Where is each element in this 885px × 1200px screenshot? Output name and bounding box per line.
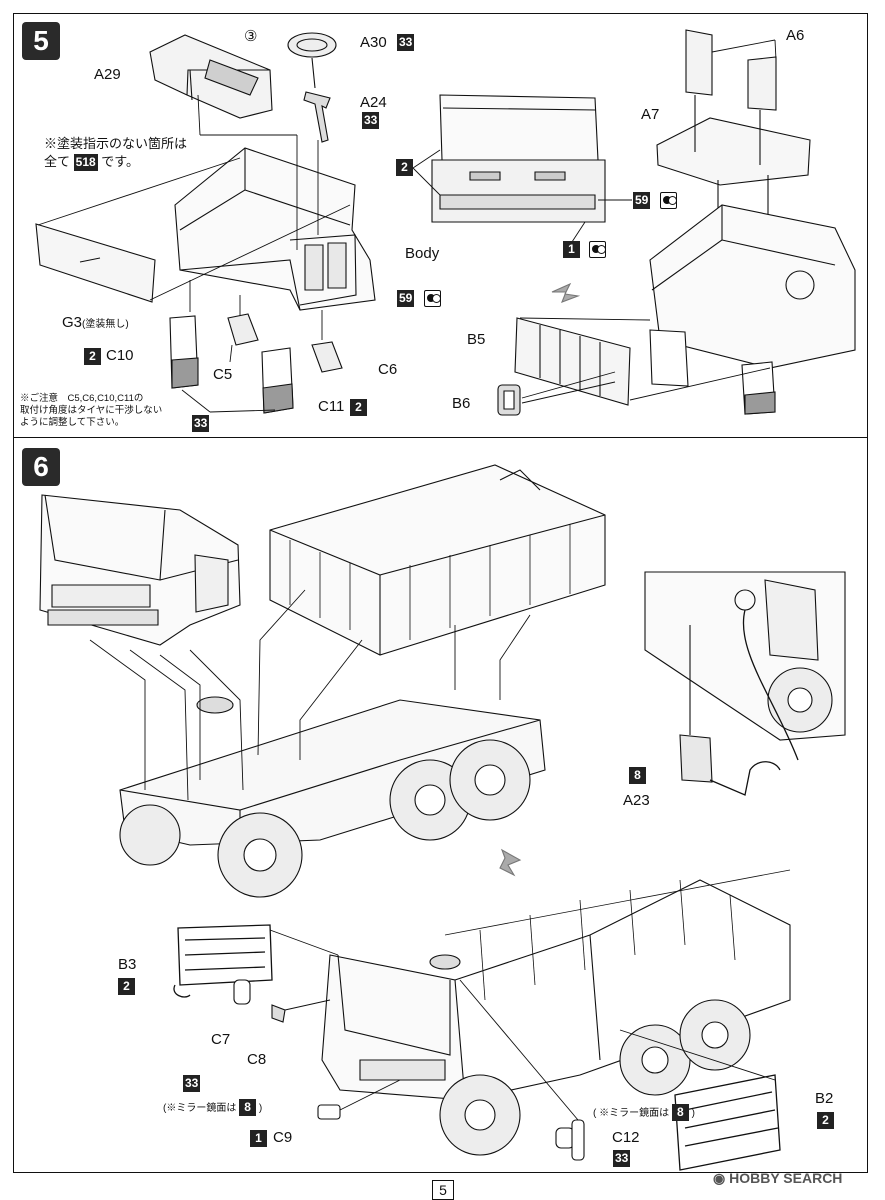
steering-wheel-part-a30 <box>288 33 336 88</box>
page-number: 5 <box>432 1180 454 1200</box>
paint-code-badge: 59 <box>633 192 651 209</box>
step-6-number: 6 <box>22 448 60 486</box>
part-label-c6: C6 <box>378 361 398 378</box>
mudflap-c11 <box>262 348 293 413</box>
two-tone-paint-icon <box>589 241 606 258</box>
part-label-a23: A23 <box>623 792 650 809</box>
part-label-b2: B2 <box>815 1090 834 1107</box>
mirror-c12 <box>556 1120 584 1160</box>
mirror-note: (※ミラー鏡面は 8 ) <box>163 1099 263 1116</box>
paint-code-badge: 2 <box>118 978 135 995</box>
guide-lines-step6 <box>90 590 530 800</box>
mirror-note-c12: ( ※ミラー鏡面は 8 ) <box>593 1104 696 1121</box>
part-label-c12: C12 <box>612 1129 640 1146</box>
part-label-c11: C11 <box>318 398 345 415</box>
paint-code-badge: 2 <box>350 399 367 416</box>
paint-code-badge: 33 <box>183 1075 201 1092</box>
instruction-page-frame <box>13 13 868 1173</box>
mudflap-c6 <box>312 342 342 372</box>
part-label-g3: G3(塗装無し) <box>62 314 129 331</box>
part-label-a30: A30 <box>360 34 387 51</box>
part-label-body: Body <box>405 245 440 262</box>
part-label-a24: A24 <box>360 94 387 111</box>
dashboard-part-a29 <box>150 35 272 118</box>
watermark: ◉ HOBBY SEARCH <box>713 1170 843 1186</box>
part-label-a7: A7 <box>641 106 660 123</box>
mirror-c7 <box>234 980 250 1004</box>
mirror-arm-c8 <box>272 1005 285 1022</box>
mudflap-c5 <box>228 314 258 345</box>
assembled-cab-interior <box>650 205 855 414</box>
rear-panel-part-g3 <box>36 224 155 302</box>
final-truck-assembly <box>322 870 790 1155</box>
mudflap-c10 <box>170 316 198 388</box>
part-label-c7: C7 <box>211 1031 231 1048</box>
paint-code-badge: 33 <box>362 112 380 129</box>
paint-code-badge: 1 <box>250 1130 267 1147</box>
part-label-a6: A6 <box>786 27 805 44</box>
part-label-c10: C10 <box>106 347 134 364</box>
paint-code-badge: 2 <box>817 1112 834 1129</box>
paint-code-badge: 1 <box>563 241 580 258</box>
paint-code-badge: 8 <box>671 1104 689 1121</box>
two-tone-paint-icon <box>424 290 441 307</box>
paint-code-badge: 59 <box>397 290 415 307</box>
part-label-b3: B3 <box>118 956 137 973</box>
paint-code-badge: 2 <box>396 159 413 176</box>
paint-code-badge: 33 <box>192 415 210 432</box>
caution-note: ※ご注意 C5,C6,C10,C11の 取付け角度はタイヤに干渉しない ように調… <box>20 393 163 428</box>
paint-note: ※塗装指示のない箇所は 全て 518 です。 <box>44 136 188 171</box>
brush-guard-b3 <box>174 925 272 997</box>
part-label-circled-3: ③ <box>244 28 258 45</box>
step-5-number: 5 <box>22 22 60 60</box>
cab-rear-detail <box>645 572 845 795</box>
part-label-b5: B5 <box>467 331 486 348</box>
part-label-c9: C9 <box>273 1129 293 1146</box>
paint-code-badge: 2 <box>84 348 101 365</box>
part-b6 <box>498 385 520 415</box>
part-label-a29: A29 <box>94 66 121 83</box>
cargo-bed-upper <box>270 465 605 655</box>
part-label-b6: B6 <box>452 395 471 412</box>
seat-backs-a6 <box>686 30 776 110</box>
paint-code-badge: 8 <box>629 767 646 784</box>
part-label-c8: C8 <box>247 1051 267 1068</box>
cab-upper-left <box>40 495 240 645</box>
part-label-c5: C5 <box>213 366 233 383</box>
steering-column-part-a24 <box>304 92 330 142</box>
rear-wall-b5 <box>515 318 630 405</box>
marker-c9 <box>318 1105 340 1119</box>
front-cab-detail <box>432 95 605 222</box>
paint-code-badge: 518 <box>73 154 98 171</box>
wheels-step6 <box>120 740 530 897</box>
paint-code-badge: 33 <box>613 1150 631 1167</box>
paint-code-badge: 8 <box>239 1099 257 1116</box>
two-tone-paint-icon <box>660 192 677 209</box>
paint-code-badge: 33 <box>397 34 415 51</box>
brush-guard-b2 <box>675 1075 780 1170</box>
cab-body-part <box>175 148 375 310</box>
step-divider <box>13 437 868 438</box>
